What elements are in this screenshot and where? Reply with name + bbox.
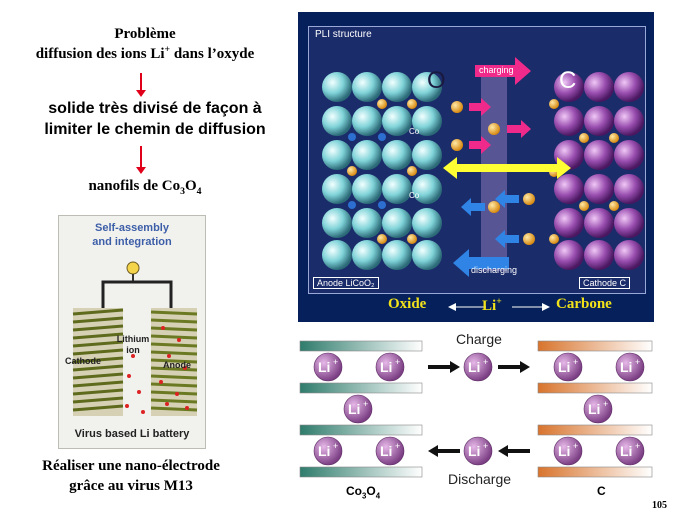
nanofil-sub1: 3: [180, 186, 185, 197]
co-label-2: Co: [409, 191, 420, 200]
nanofil-pre: nanofils de Co: [88, 178, 181, 194]
c-label: C: [597, 484, 606, 498]
svg-text:+: +: [603, 399, 608, 409]
pli-oxide-label: Oxide: [388, 296, 427, 312]
realiser-line1: Réaliser une nano-électrode: [42, 458, 220, 474]
svg-text:Li: Li: [588, 401, 600, 417]
arrow-left-icon: [448, 303, 486, 311]
title-line1: Problème: [114, 26, 176, 42]
svg-text:+: +: [635, 357, 640, 367]
cathode-stack: [72, 308, 124, 416]
title-line2-sup: +: [164, 44, 171, 55]
virus-heading-1: Self-assembly: [95, 222, 169, 234]
lithium-ion-dots: [125, 354, 145, 414]
svg-text:Li: Li: [348, 401, 360, 417]
svg-text:+: +: [333, 357, 338, 367]
cathode-lattice: [549, 72, 644, 270]
svg-text:+: +: [483, 357, 488, 367]
nanofil-mid: O: [185, 178, 197, 194]
red-arrow-2: [136, 146, 146, 174]
title-line2: diffusion des ions Li+ dans l’oxyde: [0, 44, 290, 63]
co3o4-label: Co3O4: [346, 484, 381, 501]
svg-text:Li: Li: [468, 443, 480, 459]
svg-text:Li: Li: [558, 443, 570, 459]
pli-carbone-label: Carbone: [556, 296, 612, 312]
charging-label: charging: [479, 65, 514, 75]
left-bars: [299, 340, 423, 478]
red-arrow-1: [136, 73, 146, 97]
svg-text:+: +: [635, 441, 640, 451]
svg-text:+: +: [333, 441, 338, 451]
charging-arrows: [469, 57, 531, 154]
discharging-arrows: [453, 190, 519, 277]
charge-label: Charge: [456, 331, 502, 347]
li-ions-free: [451, 101, 535, 245]
svg-text:+: +: [573, 357, 578, 367]
solid-line2: limiter le chemin de diffusion: [44, 121, 266, 138]
cathode-c-label: Cathode C: [579, 277, 631, 289]
nanofil-sub2: 4: [196, 186, 202, 197]
yellow-double-arrow: [443, 157, 571, 179]
svg-text:+: +: [483, 441, 488, 451]
anode-stack: [150, 308, 198, 416]
svg-text:Li: Li: [380, 359, 392, 375]
big-c-label: C: [559, 67, 577, 94]
svg-text:Li: Li: [468, 359, 480, 375]
title-line2-pre: diffusion des ions Li: [35, 46, 165, 62]
realiser-line2: grâce au virus M13: [69, 478, 193, 494]
svg-text:+: +: [395, 441, 400, 451]
virus-battery-drawing: [72, 261, 198, 416]
right-bars: [537, 340, 653, 478]
anode-licoo2-label: Anode LiCoO₂: [313, 277, 379, 289]
solid-line1: solide très divisé de façon à: [48, 100, 262, 117]
discharge-label: Discharge: [448, 471, 512, 487]
svg-text:Li: Li: [620, 359, 632, 375]
lithium-ion-label-1: Lithium: [116, 334, 150, 344]
pli-structure-figure: PLI structure: [298, 12, 654, 322]
virus-heading-2: and integration: [92, 236, 172, 248]
svg-text:+: +: [363, 399, 368, 409]
li-ion-circles: [313, 352, 645, 466]
co-label-1: Co: [409, 127, 420, 136]
pli-li-label: Li+: [482, 296, 502, 314]
svg-text:Li: Li: [318, 443, 330, 459]
anode-lattice: [322, 72, 442, 270]
svg-text:Li: Li: [380, 443, 392, 459]
svg-text:Li: Li: [558, 359, 570, 375]
ion-label-plus: + + + + + + + + + + + +: [333, 357, 640, 451]
big-o-label: O: [427, 67, 446, 94]
title-line2-post: dans l’oxyde: [170, 46, 255, 62]
discharging-label: discharging: [471, 265, 518, 275]
pli-inner-panel: PLI structure: [308, 26, 646, 294]
nanofils-label: nanofils de Co3O4: [0, 178, 290, 197]
lithium-ion-label-2: ion: [126, 345, 140, 355]
pli-drawing: [322, 57, 644, 277]
virus-battery-figure: Self-assembly and integration: [58, 215, 206, 449]
pli-header: PLI structure: [315, 29, 372, 40]
anode-label: Anode: [163, 360, 191, 370]
cathode-label: Cathode: [65, 356, 101, 366]
discharge-arrows: [428, 445, 530, 457]
arrow-right-icon: [512, 303, 550, 311]
bulb-icon: [126, 261, 140, 275]
svg-text:+: +: [395, 357, 400, 367]
charge-arrows: [428, 361, 530, 373]
virus-caption: Virus based Li battery: [74, 428, 190, 440]
svg-text:Li: Li: [620, 443, 632, 459]
svg-text:+: +: [573, 441, 578, 451]
svg-text:Li: Li: [318, 359, 330, 375]
page-number: 105: [652, 500, 667, 511]
